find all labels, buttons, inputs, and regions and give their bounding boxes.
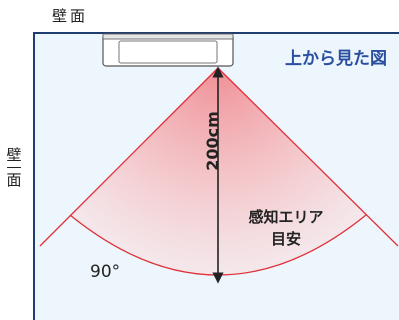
cone-edge-left [39, 67, 219, 247]
wall-top-label: 壁面 [52, 7, 89, 25]
detection-area-label: 感知エリア 目安 [234, 206, 338, 250]
wall-left-label-bottom: 面 [6, 171, 22, 189]
sensor-unit [102, 33, 234, 67]
wall-left-label: 壁 面 [5, 144, 23, 191]
view-title: 上から見た図 [285, 49, 387, 69]
wall-left-label-divider [7, 167, 21, 168]
distance-label: 200cm [203, 111, 222, 171]
detection-area-label-line2: 目安 [270, 230, 301, 248]
wall-left-label-top: 壁 [6, 146, 22, 164]
cone-edge-right [217, 67, 399, 247]
detection-area-label-line1: 感知エリア [248, 208, 324, 226]
angle-label: 90° [90, 262, 121, 282]
